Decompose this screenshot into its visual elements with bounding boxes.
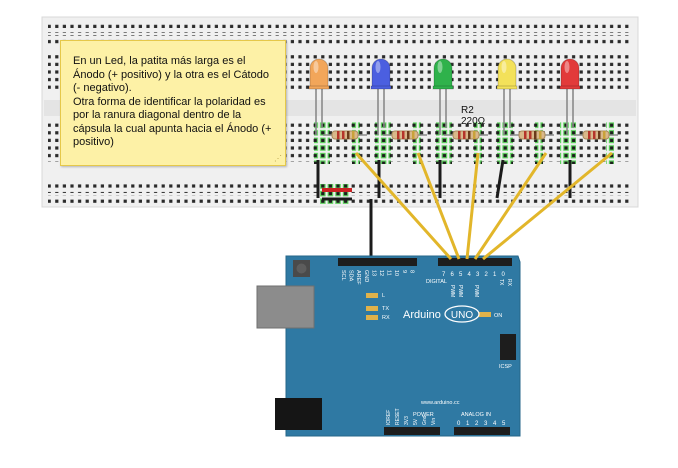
- note-line-2: Otra forma de identificar la polaridad e…: [73, 95, 272, 149]
- url-label: www.arduino.cc: [420, 400, 460, 406]
- note-line-1: En un Led, la patita más larga es el Áno…: [73, 55, 269, 94]
- usb-port: [256, 285, 315, 329]
- pin-label: 9: [401, 270, 407, 273]
- signal-wire-pin6: [354, 151, 453, 261]
- led-tx-label: TX: [382, 306, 389, 312]
- pin-label: SDA: [348, 270, 354, 282]
- resistor-1: [323, 130, 367, 140]
- icsp-header: [500, 334, 516, 360]
- led-group: [308, 58, 581, 135]
- arduino-labels: Arduino UNO www.arduino.cc DIGITAL L TX …: [340, 270, 512, 427]
- analog-pin-label: 1: [466, 421, 470, 427]
- analog-pin-label: 4: [493, 421, 497, 427]
- header-top-right: [438, 258, 512, 266]
- pin-label: 13: [370, 270, 376, 276]
- pin-label: 3: [476, 272, 480, 278]
- pwm-label: PWM: [449, 285, 455, 297]
- led-green: [432, 58, 454, 135]
- led-l-label: L: [382, 293, 385, 299]
- on-label: ON: [494, 313, 502, 319]
- info-note: En un Led, la patita más larga es el Áno…: [60, 40, 286, 166]
- pwm-label: PWM: [473, 285, 479, 297]
- pin-label: 5: [459, 272, 463, 278]
- arduino-board: [256, 255, 521, 437]
- power-pin-label: 3V3: [404, 416, 410, 425]
- model-label: UNO: [451, 310, 473, 321]
- led-yellow: [496, 58, 518, 135]
- highlighted-columns: [314, 122, 614, 204]
- led-rx-indicator: [366, 315, 378, 320]
- analog-title: ANALOG IN: [461, 412, 491, 418]
- power-pin-label: IOREF: [386, 410, 392, 425]
- power-pin-label: Vin: [431, 418, 437, 425]
- resistor-5: [574, 130, 618, 140]
- analog-pin-label: 5: [502, 421, 506, 427]
- power-title: POWER: [413, 412, 434, 418]
- led-rx-label: RX: [382, 315, 390, 321]
- signal-wires: [354, 151, 613, 261]
- pin-label: 0: [502, 272, 506, 278]
- power-pin-label: RESET: [395, 408, 401, 425]
- pin-label: 6: [451, 272, 455, 278]
- signal-wire-pin2: [482, 151, 613, 261]
- brand-label: Arduino: [403, 309, 441, 321]
- power-pin-label: Gnd: [422, 415, 428, 425]
- analog-pin-label: 3: [484, 421, 488, 427]
- icsp-label: ICSP: [499, 364, 512, 370]
- resistor-group: [323, 130, 618, 140]
- analog-pin-label: 2: [475, 421, 479, 427]
- resistor-2: [383, 130, 427, 140]
- resistor-3: [444, 130, 488, 140]
- pin-label: 11: [386, 270, 392, 276]
- pin-label: 1: [493, 272, 497, 278]
- pin-label: 4: [468, 272, 472, 278]
- resistor-value-label: 220Ω: [461, 116, 486, 127]
- pin-label: 2: [485, 272, 489, 278]
- led-on-indicator: [479, 312, 491, 317]
- header-top-left: [338, 258, 417, 266]
- led-orange: [308, 58, 330, 135]
- gnd-wire-4: [495, 159, 505, 199]
- power-rail-top: [48, 24, 632, 33]
- pin-label: 12: [378, 270, 384, 276]
- power-jack: [275, 398, 322, 430]
- pin-label: 8: [408, 270, 414, 273]
- resistor-4: [510, 130, 554, 140]
- led-tx-indicator: [366, 306, 378, 311]
- resistor-ref-label: R2: [461, 105, 474, 116]
- pin-label: GND: [363, 270, 369, 282]
- led-red: [559, 58, 581, 135]
- signal-wire-pin4: [465, 152, 480, 260]
- pin-label: SCL: [340, 270, 346, 281]
- led-blue: [370, 58, 392, 135]
- pin-label: AREF: [355, 270, 361, 285]
- uno-badge: [444, 305, 480, 323]
- power-pin-label: 5V: [413, 418, 419, 425]
- signal-wire-pin5: [416, 152, 461, 260]
- power-rail-top-2: [48, 35, 632, 44]
- pwm-label: PWM: [457, 285, 463, 297]
- pin-label: 7: [442, 272, 446, 278]
- header-analog: [454, 427, 510, 435]
- signal-wire-pin3: [473, 152, 548, 260]
- serial-label: TX: [498, 279, 504, 286]
- led-l-indicator: [366, 293, 378, 298]
- pin-label: 10: [393, 270, 399, 276]
- analog-pin-label: 0: [457, 421, 461, 427]
- header-power: [384, 427, 440, 435]
- resize-grip-icon: ⋰: [274, 154, 282, 163]
- serial-label: RX: [506, 279, 512, 287]
- digital-label: DIGITAL: [426, 279, 447, 285]
